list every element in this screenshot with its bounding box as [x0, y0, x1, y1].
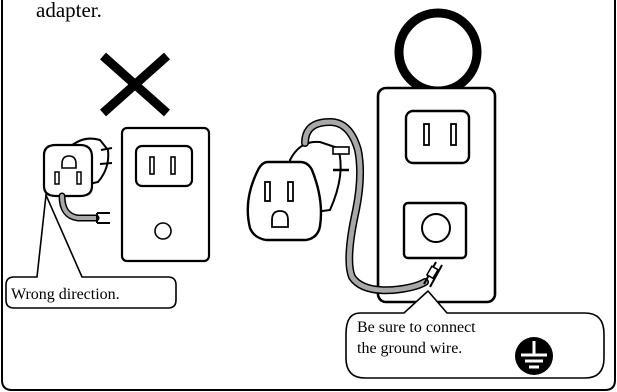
callout-bubble-wrong [5, 191, 177, 309]
instruction-text: adapter. [36, 0, 102, 22]
adapter-correct [246, 140, 350, 242]
ground-symbol-icon [515, 337, 553, 375]
wall-outlet-left [120, 126, 211, 263]
wall-outlet-right [376, 86, 497, 304]
circle-mark-icon [394, 8, 482, 96]
wrong-direction-label: Wrong direction. [11, 286, 120, 303]
adapter-wrong-direction [42, 137, 113, 198]
ground-wire-label-line2: the ground wire. [357, 340, 463, 357]
cross-mark-icon [100, 52, 170, 117]
ground-terminal-left [96, 212, 110, 224]
ground-terminal-right [423, 261, 443, 288]
ground-wire-label: Be sure to connect the ground wire. [357, 317, 476, 359]
ground-wire-label-line1: Be sure to connect [357, 319, 476, 336]
